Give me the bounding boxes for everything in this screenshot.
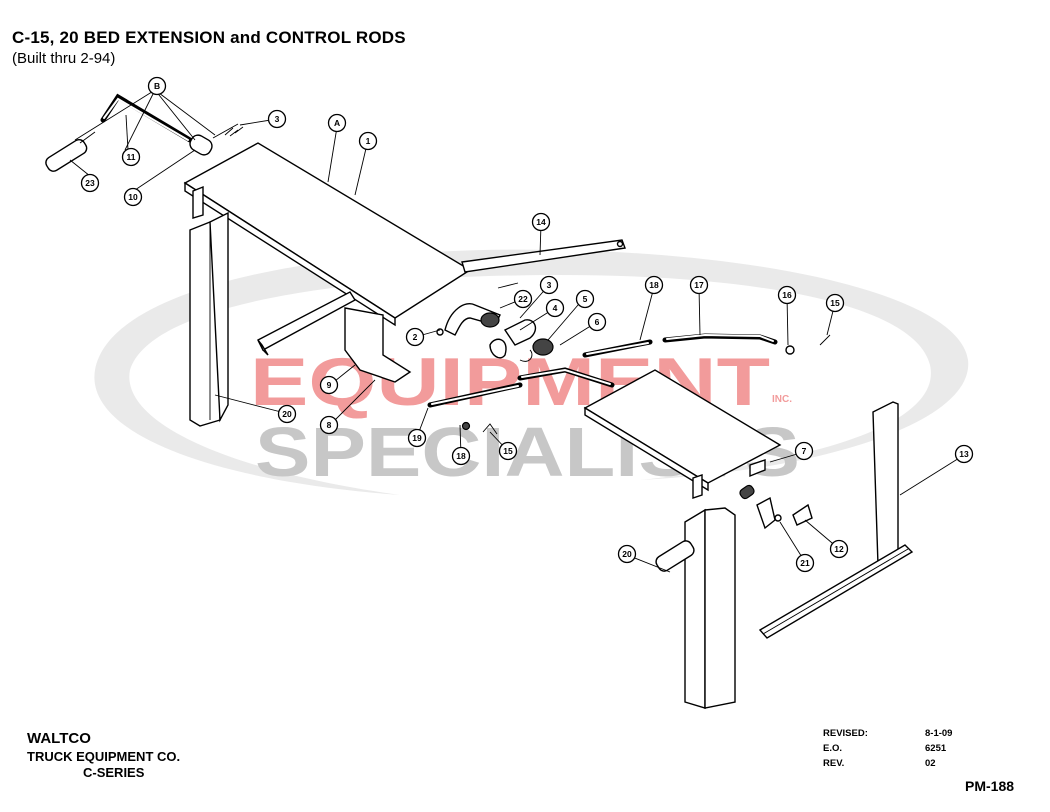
- watermark-small: INC.: [772, 394, 792, 405]
- callout: 1: [358, 131, 378, 151]
- revision-label: E.O.: [823, 743, 843, 754]
- revision-value: 8-1-09: [925, 728, 953, 739]
- callout: 19: [407, 428, 427, 448]
- small-brackets: [756, 496, 813, 530]
- callout: 8: [319, 415, 339, 435]
- svg-text:11: 11: [127, 152, 136, 162]
- control-rods-center: [427, 333, 831, 435]
- svg-text:14: 14: [536, 217, 546, 227]
- callout: 22: [513, 289, 533, 309]
- callout: 12: [829, 539, 849, 559]
- callout: 14: [531, 212, 551, 232]
- callout: 3: [267, 109, 287, 129]
- svg-text:A: A: [334, 118, 340, 128]
- svg-text:16: 16: [782, 290, 792, 300]
- svg-text:12: 12: [834, 544, 844, 554]
- svg-text:23: 23: [85, 178, 95, 188]
- svg-text:20: 20: [622, 549, 632, 559]
- revision-label: REV.: [823, 758, 845, 769]
- callout: 5: [575, 289, 595, 309]
- channel-bracket-left: [257, 291, 412, 383]
- svg-text:3: 3: [547, 280, 552, 290]
- manufacturer-block: WALTCO TRUCK EQUIPMENT CO. C-SERIES: [27, 730, 180, 780]
- svg-text:15: 15: [503, 446, 513, 456]
- svg-text:15: 15: [830, 298, 840, 308]
- callout: 6: [587, 312, 607, 332]
- revision-value: 02: [925, 758, 936, 769]
- svg-text:13: 13: [959, 449, 969, 459]
- svg-text:2: 2: [413, 332, 418, 342]
- extension-bar: [461, 239, 626, 273]
- callout: B: [147, 76, 167, 96]
- callout: 17: [689, 275, 709, 295]
- callout: 18: [451, 446, 471, 466]
- callout: 20: [617, 544, 637, 564]
- svg-text:22: 22: [518, 294, 528, 304]
- svg-text:10: 10: [128, 192, 138, 202]
- svg-text:B: B: [154, 81, 160, 91]
- callout: 16: [777, 285, 797, 305]
- revision-value: 6251: [925, 743, 947, 754]
- svg-text:9: 9: [327, 380, 332, 390]
- brand-name: WALTCO: [27, 730, 91, 747]
- revision-row: REVISED: 8-1-09: [823, 728, 952, 743]
- callout: 23: [80, 173, 100, 193]
- revision-label: REVISED:: [823, 728, 868, 739]
- page-subtitle: (Built thru 2-94): [12, 50, 116, 67]
- revision-row: E.O. 6251: [823, 743, 952, 758]
- company-name: TRUCK EQUIPMENT CO.: [27, 749, 181, 764]
- callout: 15: [825, 293, 845, 313]
- svg-text:19: 19: [412, 433, 422, 443]
- revision-block: REVISED: 8-1-09 E.O. 6251 REV. 02: [823, 728, 952, 773]
- crank-handle-assembly: [45, 93, 244, 172]
- spring-cam-assembly: [436, 282, 554, 362]
- callout: A: [327, 113, 347, 133]
- bed-extension-plate-lower: [583, 369, 782, 499]
- callout: 21: [795, 553, 815, 573]
- callout: 20: [277, 404, 297, 424]
- svg-text:21: 21: [800, 558, 810, 568]
- part-callouts: B A 1 3 11 10 23 14 22 3 4 5 6 2 9 8 20 …: [80, 76, 974, 573]
- page-number: PM-188: [965, 778, 1015, 794]
- callout: 4: [545, 298, 565, 318]
- svg-text:3: 3: [275, 114, 280, 124]
- svg-text:6: 6: [595, 317, 600, 327]
- page-title: C-15, 20 BED EXTENSION and CONTROL RODS: [12, 28, 406, 47]
- svg-text:7: 7: [802, 446, 807, 456]
- post-lower: [655, 484, 755, 709]
- svg-text:5: 5: [583, 294, 588, 304]
- svg-text:18: 18: [456, 451, 466, 461]
- svg-text:17: 17: [694, 280, 704, 290]
- svg-text:20: 20: [282, 409, 292, 419]
- callout: 13: [954, 444, 974, 464]
- svg-text:18: 18: [649, 280, 659, 290]
- svg-text:1: 1: [366, 136, 371, 146]
- callout: 9: [319, 375, 339, 395]
- callout: 2: [405, 327, 425, 347]
- svg-text:4: 4: [553, 303, 558, 313]
- callout: 18: [644, 275, 664, 295]
- revision-row: REV. 02: [823, 758, 952, 773]
- callout: 11: [121, 147, 141, 167]
- callout: 15: [498, 441, 518, 461]
- svg-text:8: 8: [327, 420, 332, 430]
- callout: 7: [794, 441, 814, 461]
- callout: 3: [539, 275, 559, 295]
- bed-extension-plate-main: [183, 142, 472, 427]
- product-series: C-SERIES: [83, 765, 145, 780]
- channel-bracket-right: [758, 401, 914, 639]
- callout: 10: [123, 187, 143, 207]
